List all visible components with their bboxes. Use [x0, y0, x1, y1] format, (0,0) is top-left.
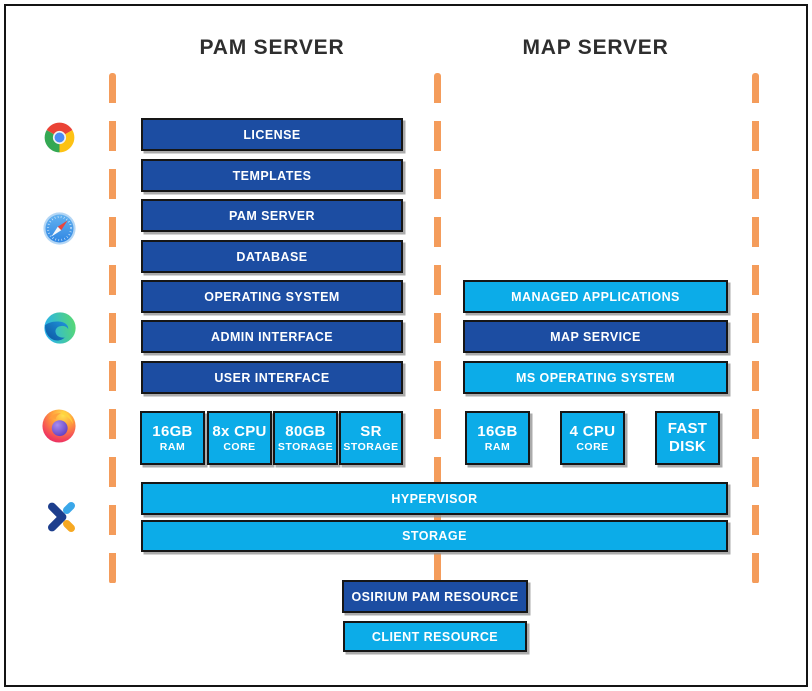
pam-hw-storage: 80GB STORAGE	[273, 411, 338, 465]
pam-hw-cpu: 8x CPU CORE	[207, 411, 272, 465]
dashed-divider-right	[752, 73, 759, 584]
pam-hw-cpu-label: CORE	[223, 440, 256, 453]
pam-layer-pam-server: PAM SERVER	[141, 199, 403, 232]
pam-hw-cpu-value: 8x CPU	[212, 422, 267, 440]
map-hw-ram: 16GB RAM	[465, 411, 530, 465]
map-layer-ms-operating-system: MS OPERATING SYSTEM	[463, 361, 728, 394]
hypervisor-layer: HYPERVISOR	[141, 482, 728, 515]
safari-icon	[42, 211, 77, 246]
osirium-logo-icon	[44, 501, 76, 533]
map-hw-cpu: 4 CPU CORE	[560, 411, 625, 465]
client-resource-key: CLIENT RESOURCE	[343, 621, 527, 652]
pam-hw-storage-label: STORAGE	[277, 440, 334, 453]
map-hw-ram-value: 16GB	[477, 422, 518, 440]
dashed-divider-left	[109, 73, 116, 584]
storage-layer: STORAGE	[141, 520, 728, 552]
map-hw-cpu-label: CORE	[576, 440, 609, 453]
pam-layer-admin-interface: ADMIN INTERFACE	[141, 320, 403, 353]
firefox-icon	[41, 408, 77, 444]
pam-layer-templates: TEMPLATES	[141, 159, 403, 192]
pam-layer-user-interface: USER INTERFACE	[141, 361, 403, 394]
pam-hw-ram-label: RAM	[159, 440, 186, 453]
pam-hw-storage-value: 80GB	[285, 422, 326, 440]
pam-layer-database: DATABASE	[141, 240, 403, 273]
map-layer-managed-applications: MANAGED APPLICATIONS	[463, 280, 728, 313]
map-layer-map-service: MAP SERVICE	[463, 320, 728, 353]
pam-hw-sr-storage-value: SR	[360, 422, 382, 440]
map-hw-fast-disk-value: FAST	[667, 420, 708, 437]
pam-layer-operating-system: OPERATING SYSTEM	[141, 280, 403, 313]
pam-server-title: PAM SERVER	[199, 36, 345, 59]
pam-hw-sr-storage-label: STORAGE	[343, 440, 399, 453]
map-hw-fast-disk-label: DISK	[668, 438, 707, 455]
dashed-divider-middle	[434, 73, 441, 584]
map-hw-fast-disk: FAST DISK	[655, 411, 720, 465]
edge-icon	[43, 311, 77, 345]
chrome-icon	[43, 121, 76, 154]
map-hw-cpu-value: 4 CPU	[569, 422, 616, 440]
pam-hw-sr-storage: SR STORAGE	[339, 411, 403, 465]
pam-layer-license: LICENSE	[141, 118, 403, 151]
map-hw-ram-label: RAM	[484, 440, 511, 453]
pam-hw-ram: 16GB RAM	[140, 411, 205, 465]
pam-hw-ram-value: 16GB	[152, 422, 193, 440]
map-server-title: MAP SERVER	[522, 36, 669, 59]
osirium-pam-resource-key: OSIRIUM PAM RESOURCE	[342, 580, 528, 613]
